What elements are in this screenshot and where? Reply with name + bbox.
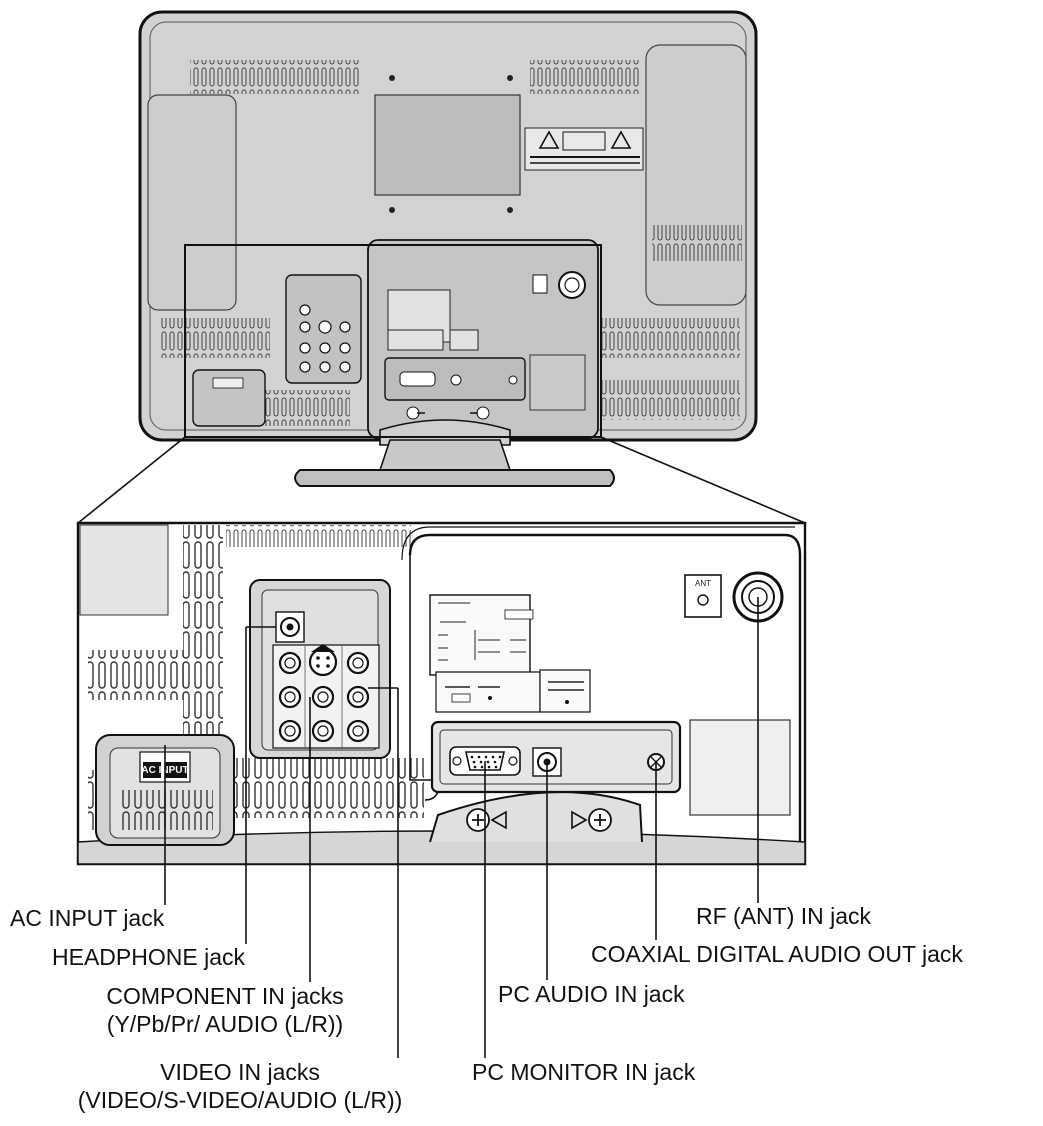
callout-video-in-line1: VIDEO IN jacks bbox=[160, 1059, 320, 1085]
callout-rf-ant-in: RF (ANT) IN jack bbox=[696, 903, 872, 929]
callout-video-in-line2: (VIDEO/S-VIDEO/AUDIO (L/R)) bbox=[77, 1087, 403, 1113]
callout-component-in-line2: (Y/Pb/Pr/ AUDIO (L/R)) bbox=[106, 1011, 344, 1037]
callout-headphone: HEADPHONE jack bbox=[52, 944, 245, 970]
callout-video-in: VIDEO IN jacks (VIDEO/S-VIDEO/AUDIO (L/R… bbox=[30, 1058, 450, 1114]
callout-pc-monitor-in: PC MONITOR IN jack bbox=[472, 1059, 696, 1085]
callout-coaxial-out: COAXIAL DIGITAL AUDIO OUT jack bbox=[591, 941, 963, 967]
callout-pc-audio-in: PC AUDIO IN jack bbox=[498, 981, 685, 1007]
enlarged-panel: ANT AC INPUT bbox=[76, 521, 807, 866]
callout-component-in-line1: COMPONENT IN jacks bbox=[106, 983, 344, 1009]
callout-leaders bbox=[164, 597, 759, 1058]
callout-ac-input: AC INPUT jack bbox=[10, 905, 165, 931]
tv-rear-overview bbox=[77, 10, 806, 524]
callout-component-in: COMPONENT IN jacks (Y/Pb/Pr/ AUDIO (L/R)… bbox=[60, 982, 390, 1038]
ant-panel-label: ANT bbox=[695, 579, 711, 588]
